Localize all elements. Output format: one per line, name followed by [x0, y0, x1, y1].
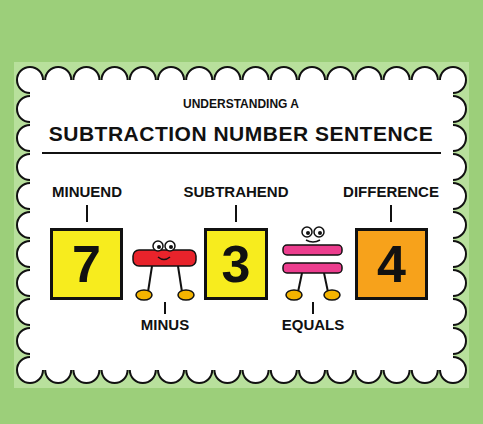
title-kicker: UNDERSTANDING A	[183, 97, 299, 111]
term-label: MINUEND	[52, 183, 122, 200]
leader-lines	[87, 205, 391, 314]
symbol-label: MINUS	[141, 316, 189, 333]
minus-character	[133, 241, 196, 300]
title-underline	[42, 152, 441, 154]
number-text: 3	[222, 238, 251, 290]
cloud-fill	[30, 80, 453, 370]
inner-panel	[14, 62, 469, 388]
number-box: 4	[355, 228, 428, 300]
term-label: DIFFERENCE	[343, 183, 439, 200]
number-text: 4	[377, 238, 406, 290]
equals-character	[283, 227, 342, 300]
symbol-label: EQUALS	[282, 316, 345, 333]
number-box: 3	[204, 228, 268, 300]
cloud-frame	[17, 67, 466, 383]
number-text: 7	[72, 238, 101, 290]
number-box: 7	[50, 228, 123, 300]
poster-title: SUBTRACTION NUMBER SENTENCE	[49, 122, 434, 146]
term-label: SUBTRAHEND	[184, 183, 289, 200]
